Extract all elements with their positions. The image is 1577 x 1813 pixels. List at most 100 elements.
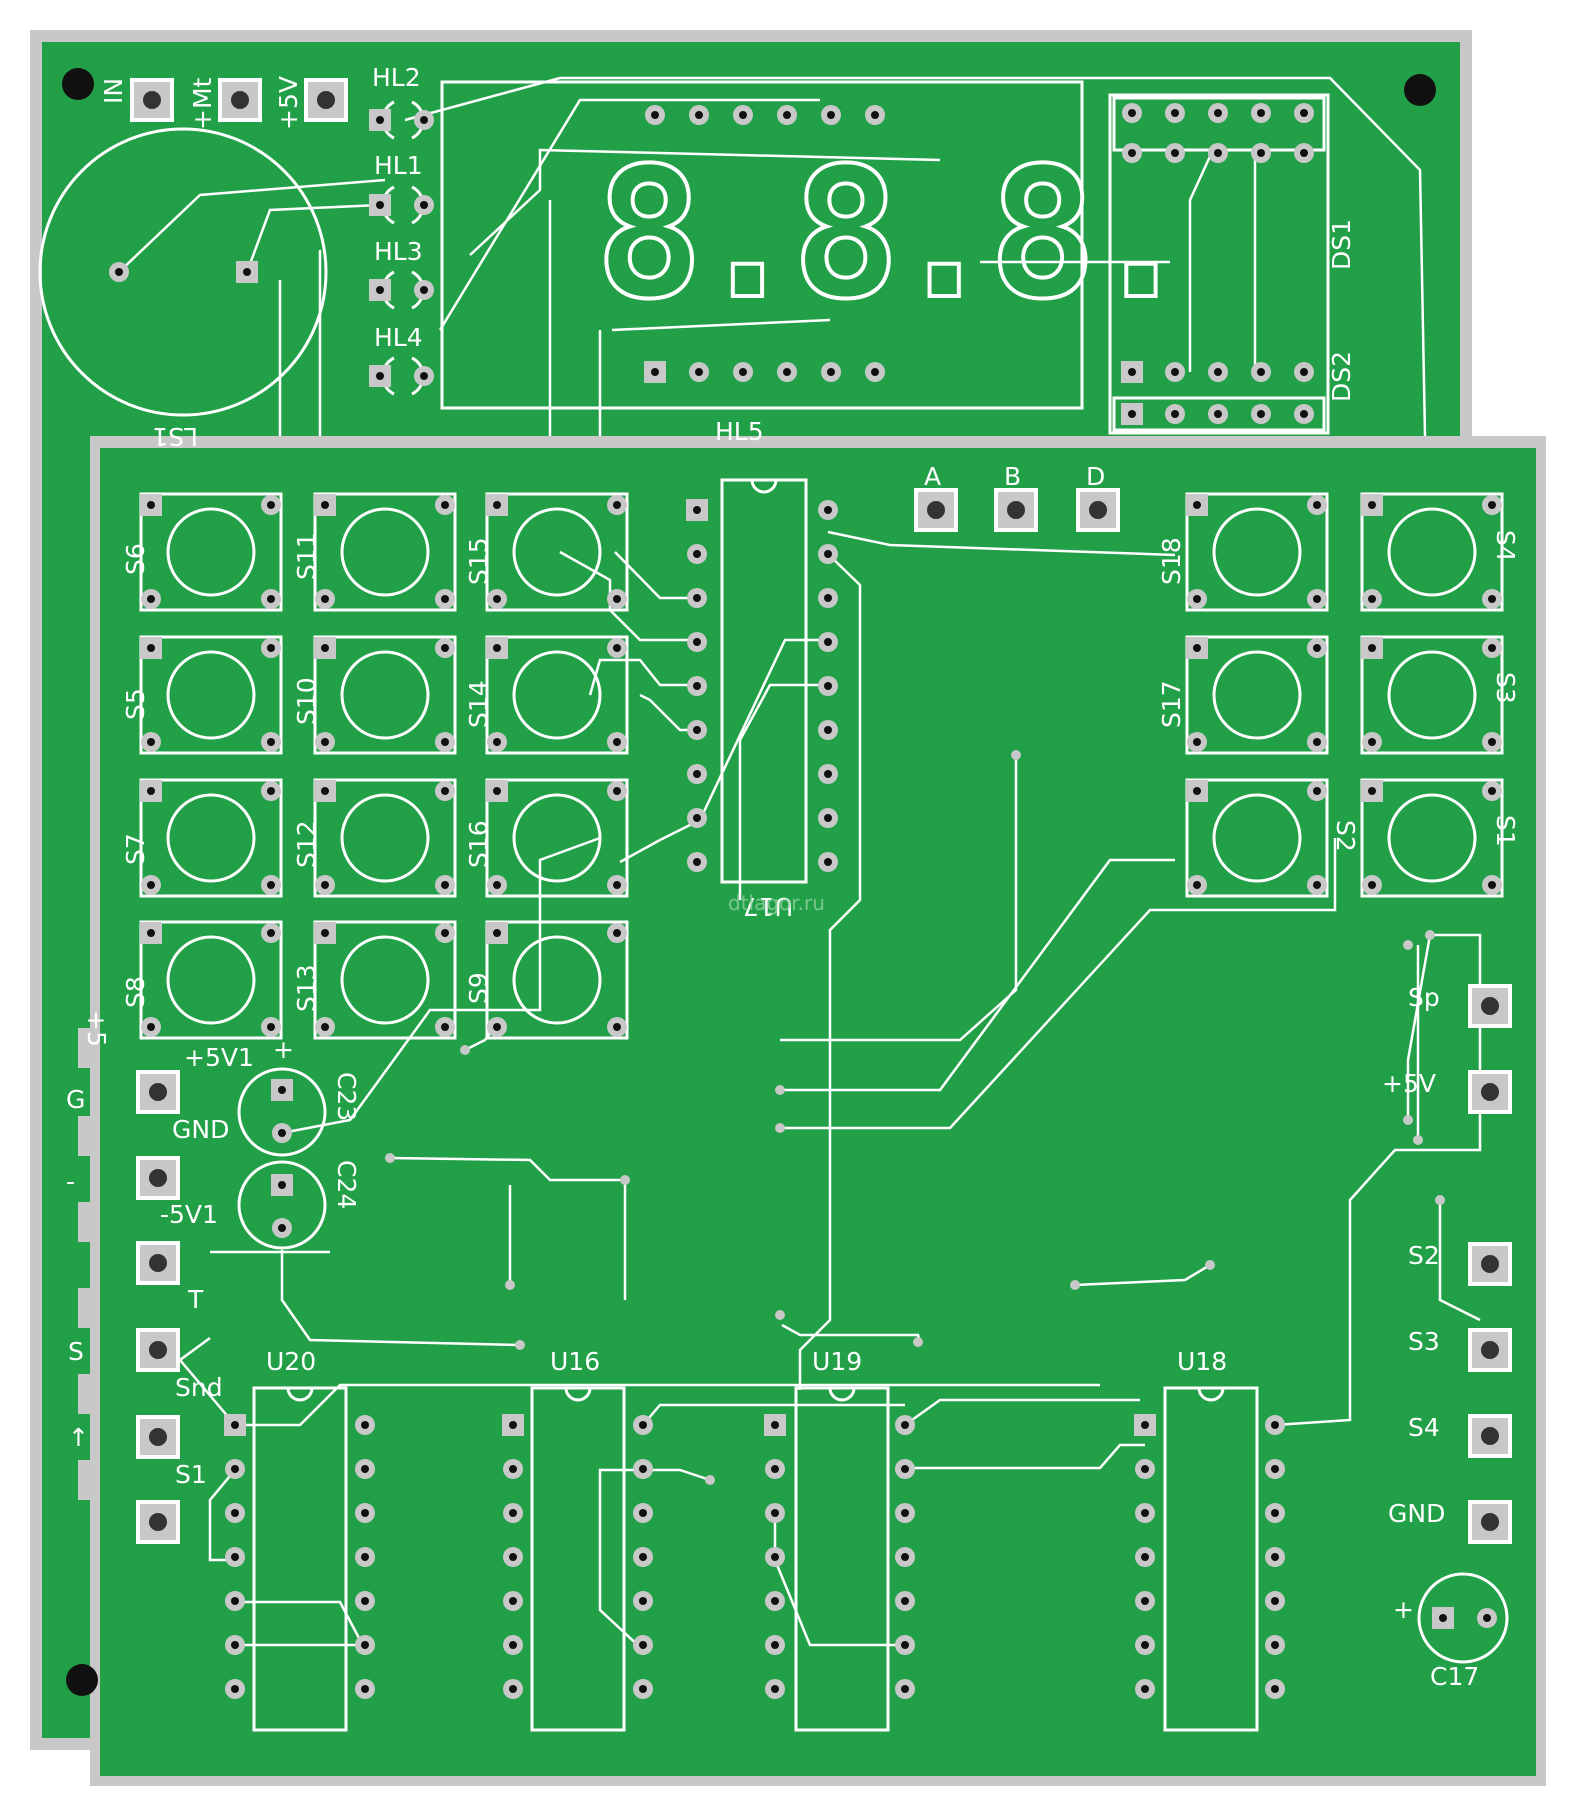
pad-hole: [267, 881, 275, 889]
label-s14: S14: [464, 680, 493, 728]
pad-hole: [651, 368, 659, 376]
label-ls1: LS1: [152, 422, 198, 451]
pad-hole: [1483, 1614, 1491, 1622]
pad-hole: [1257, 410, 1265, 418]
trace: [1438, 1200, 1481, 1322]
pad-hole: [267, 644, 275, 652]
pad-hole: [321, 787, 329, 795]
pad-hole: [1214, 368, 1222, 376]
pad-hole: [321, 929, 329, 937]
label-t: T: [187, 1285, 204, 1314]
edge-fragment-arrow: ↑: [68, 1423, 89, 1452]
pad-hole: [361, 1509, 369, 1517]
pad-hole: [613, 501, 621, 509]
button-outline: [485, 920, 629, 1040]
pad-hole: [149, 1428, 167, 1446]
label-s18: S18: [1157, 537, 1186, 585]
label-s3-right: S3: [1408, 1327, 1440, 1356]
label-u20: U20: [266, 1347, 316, 1376]
button-outline: [139, 635, 283, 755]
pad-hole: [509, 1509, 517, 1517]
pad-hole: [639, 1685, 647, 1693]
via: [1403, 940, 1413, 950]
pad-hole: [147, 644, 155, 652]
pad-hole: [613, 738, 621, 746]
pad-hole: [613, 644, 621, 652]
pad-hole: [321, 1023, 329, 1031]
pad-hole: [1271, 1465, 1279, 1473]
pad-hole: [693, 638, 701, 646]
pad-hole: [493, 1023, 501, 1031]
pad-hole: [376, 201, 384, 209]
trace: [438, 98, 820, 331]
pad-hole: [783, 111, 791, 119]
mounting-hole: [62, 68, 94, 100]
ic-notch: [564, 1387, 592, 1402]
pad-hole: [901, 1641, 909, 1649]
copper-traces: [118, 76, 1482, 1651]
pad-hole: [1128, 149, 1136, 157]
pad-hole: [1257, 368, 1265, 376]
button-labels: S6 S11 S15 S5 S10 S14 S7 S12 S16 S8 S13 …: [121, 530, 1520, 1012]
via: [385, 1153, 395, 1163]
pad-hole: [278, 1129, 286, 1137]
pad-hole: [1128, 368, 1136, 376]
pad-hole: [1193, 881, 1201, 889]
pad-hole: [824, 594, 832, 602]
pad-hole: [901, 1685, 909, 1693]
pad-hole: [1481, 1427, 1499, 1445]
pad-hole: [1193, 787, 1201, 795]
button-actuator: [166, 507, 256, 597]
label-hl2: HL2: [372, 63, 421, 92]
button-actuator: [1212, 507, 1302, 597]
pad-hole: [693, 506, 701, 514]
pad-hole: [739, 111, 747, 119]
component-pads: [78, 78, 1512, 1699]
pad-hole: [361, 1553, 369, 1561]
via: [1425, 930, 1435, 940]
button-outline: [139, 920, 283, 1040]
label-hl3: HL3: [374, 237, 423, 266]
pad-hole: [824, 638, 832, 646]
via: [1435, 1195, 1445, 1205]
pad-hole: [1368, 787, 1376, 795]
pad-hole: [493, 929, 501, 937]
button-outline: [313, 635, 457, 755]
pad-hole: [1300, 368, 1308, 376]
trace: [738, 683, 828, 900]
capacitor-outline: [1417, 1572, 1509, 1664]
pad-hole: [231, 1597, 239, 1605]
button-outline: [139, 778, 283, 898]
pad-hole: [1141, 1509, 1149, 1517]
label-s17: S17: [1157, 680, 1186, 728]
label-gnd-right: GND: [1388, 1499, 1445, 1528]
edge-fragment-5: +5: [82, 1010, 111, 1047]
label-s9: S9: [464, 972, 493, 1004]
button-outline: [1185, 492, 1329, 612]
label-u16: U16: [550, 1347, 600, 1376]
silkscreen-outlines: [38, 80, 1509, 1732]
label-s16: S16: [464, 820, 493, 868]
trace: [1406, 934, 1432, 1120]
pad-hole: [695, 111, 703, 119]
pad-hole: [771, 1553, 779, 1561]
button-outline: [313, 920, 457, 1040]
edge-pin-fragment: [78, 1460, 96, 1500]
pad-hole: [1368, 644, 1376, 652]
pad-hole: [1257, 109, 1265, 117]
button-actuator: [1212, 793, 1302, 883]
via: [1403, 1115, 1413, 1125]
label-s2-right: S2: [1408, 1241, 1440, 1270]
pad-hole: [231, 1553, 239, 1561]
button-actuator: [512, 650, 602, 740]
pad-hole: [771, 1509, 779, 1517]
pad-hole: [493, 787, 501, 795]
pad-hole: [278, 1181, 286, 1189]
label-s13: S13: [292, 964, 321, 1012]
label-s5: S5: [121, 688, 150, 720]
pad-hole: [267, 501, 275, 509]
pad-hole: [693, 858, 701, 866]
pad-hole: [143, 91, 161, 109]
trace: [643, 1468, 711, 1482]
pad-hole: [493, 595, 501, 603]
